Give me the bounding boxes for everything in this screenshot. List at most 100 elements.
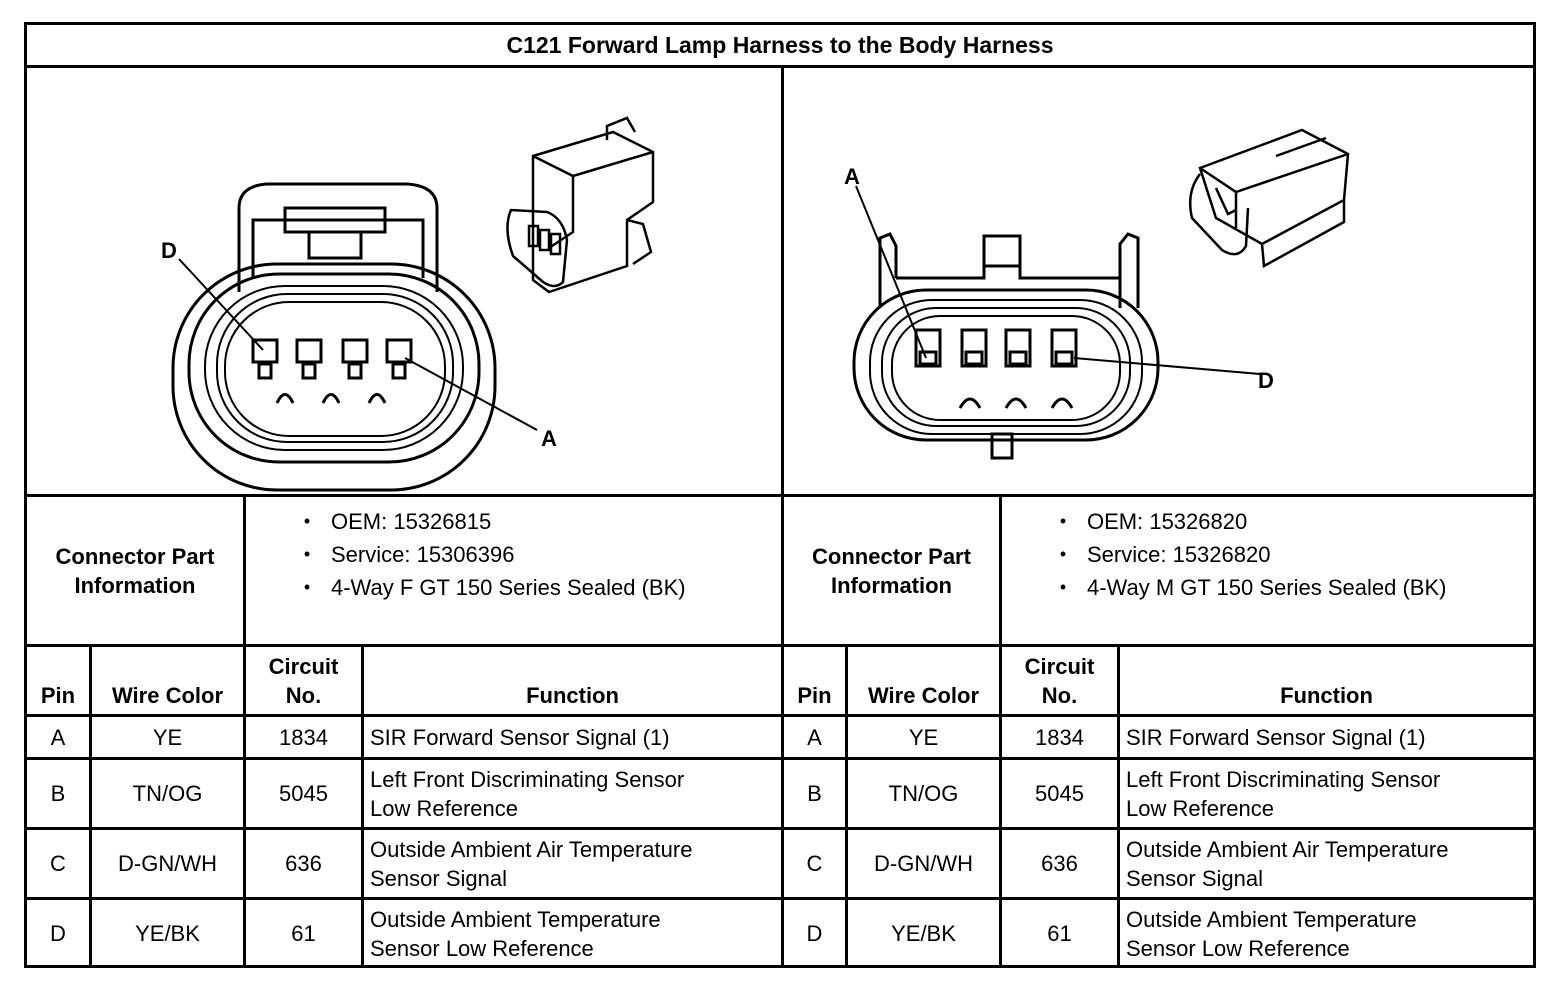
female-connector-diagram: D A	[161, 116, 655, 492]
left-label-d: D	[161, 238, 177, 263]
right-header-circuit: Circuit No.	[1002, 647, 1117, 714]
right-service: Service: 15326820	[1087, 541, 1271, 567]
left-label-a: A	[541, 426, 557, 451]
function-line: SIR Forward Sensor Signal (1)	[370, 724, 670, 750]
info-divider-left	[243, 494, 246, 968]
function-line: Sensor Low Reference	[1126, 935, 1350, 961]
right-info-label-line2: Information	[831, 572, 952, 598]
function-line: Outside Ambient Temperature	[370, 906, 661, 932]
left-info-list: • OEM: 15326815 • Service: 15306396 • 4-Way…	[283, 505, 686, 604]
left-header-circuit-line2: No.	[285, 682, 322, 708]
bullet-icon: •	[303, 511, 311, 531]
divider-row-a	[27, 757, 1533, 760]
list-item: • 4-Way F GT 150 Series Sealed (BK)	[283, 571, 686, 604]
list-item: • OEM: 15326815	[283, 505, 686, 538]
table-cell: Outside Ambient Air Temperature Sensor S…	[1120, 830, 1533, 897]
function-line: Outside Ambient Temperature	[1126, 906, 1417, 932]
bullet-icon: •	[1059, 544, 1067, 564]
table-cell: Outside Ambient Air Temperature Sensor S…	[364, 830, 781, 897]
table-cell: 61	[1047, 921, 1072, 946]
left-info-label-line2: Information	[74, 572, 196, 598]
col-divider-r1	[845, 644, 848, 968]
table-cell: B	[50, 781, 66, 806]
left-header-pin: Pin	[40, 683, 76, 708]
table-cell: TN/OG	[132, 781, 203, 806]
table-cell: 636	[285, 851, 322, 876]
table-cell: 5045	[1035, 781, 1084, 806]
table-cell: D	[806, 921, 823, 946]
col-divider-l3	[361, 644, 364, 968]
function-line: Left Front Discriminating Sensor	[370, 766, 685, 792]
function-line: Low Reference	[1126, 795, 1274, 821]
right-header-pin: Pin	[797, 683, 832, 708]
function-line: Outside Ambient Air Temperature	[1126, 836, 1449, 862]
function-line: SIR Forward Sensor Signal (1)	[1126, 724, 1426, 750]
connector-sheet: C121 Forward Lamp Harness to the Body Ha…	[24, 22, 1536, 968]
table-cell: D-GN/WH	[118, 851, 217, 876]
left-service: Service: 15306396	[331, 541, 515, 567]
divider-info-table	[27, 644, 1533, 647]
list-item: • 4-Way M GT 150 Series Sealed (BK)	[1039, 571, 1447, 604]
divider-table-header	[27, 714, 1533, 717]
function-line: Sensor Signal	[370, 865, 507, 891]
table-cell: Left Front Discriminating Sensor Low Ref…	[1120, 760, 1533, 827]
function-line: Low Reference	[370, 795, 518, 821]
bullet-icon: •	[1059, 577, 1067, 597]
right-info-label: Connector Part Information	[784, 497, 999, 644]
table-cell: A	[807, 724, 822, 750]
left-oem: OEM: 15326815	[331, 508, 492, 534]
left-info-label: Connector Part Information	[27, 497, 243, 644]
table-cell: Outside Ambient Temperature Sensor Low R…	[364, 900, 781, 967]
table-cell: 5045	[279, 781, 328, 806]
col-divider-r3	[1117, 644, 1120, 968]
function-line: Left Front Discriminating Sensor	[1126, 766, 1441, 792]
table-cell: D	[50, 921, 66, 946]
table-cell: YE	[908, 724, 939, 750]
right-header-circuit-line1: Circuit	[1024, 653, 1095, 679]
table-cell: YE/BK	[135, 921, 200, 946]
left-info-label-line1: Connector Part	[55, 543, 215, 569]
table-cell: 1834	[279, 724, 328, 750]
table-cell: 636	[1041, 851, 1078, 876]
right-label-a: A	[844, 164, 860, 189]
left-description: 4-Way F GT 150 Series Sealed (BK)	[331, 574, 686, 600]
right-header-wire-color: Wire Color	[867, 683, 980, 708]
col-divider-l1	[89, 644, 92, 968]
right-header-circuit-line2: No.	[1041, 682, 1078, 708]
table-cell: YE	[152, 724, 183, 750]
page-title: C121 Forward Lamp Harness to the Body Ha…	[27, 25, 1533, 68]
function-line: Outside Ambient Air Temperature	[370, 836, 693, 862]
list-item: • OEM: 15326820	[1039, 505, 1446, 538]
divider-row-b	[27, 827, 1533, 830]
table-cell: C	[806, 851, 823, 876]
right-info-label-line1: Connector Part	[812, 543, 971, 569]
table-cell: A	[50, 724, 66, 750]
table-cell: 61	[291, 921, 316, 946]
left-header-circuit-line1: Circuit	[268, 653, 339, 679]
left-header-circuit: Circuit No.	[246, 647, 361, 714]
bullet-icon: •	[303, 577, 311, 597]
divider-row-c	[27, 897, 1533, 900]
divider-diagram-info	[27, 494, 1533, 497]
table-cell: SIR Forward Sensor Signal (1)	[364, 717, 781, 757]
list-item: • Service: 15326820	[1039, 538, 1446, 571]
right-info-list: • OEM: 15326820 • Service: 15326820 • 4-Way…	[1039, 505, 1447, 604]
function-line: Sensor Low Reference	[370, 935, 594, 961]
info-divider-right	[999, 494, 1002, 968]
right-header-function: Function	[1280, 683, 1373, 708]
bullet-icon: •	[303, 544, 311, 564]
table-cell: YE/BK	[891, 921, 956, 946]
right-label-d: D	[1258, 368, 1274, 393]
left-header-wire-color: Wire Color	[111, 683, 224, 708]
center-divider	[781, 65, 784, 968]
table-cell: B	[807, 781, 822, 806]
table-cell: SIR Forward Sensor Signal (1)	[1120, 717, 1533, 757]
table-cell: D-GN/WH	[874, 851, 973, 876]
right-description: 4-Way M GT 150 Series Sealed (BK)	[1087, 574, 1447, 600]
bullet-icon: •	[1059, 511, 1067, 531]
function-line: Sensor Signal	[1126, 865, 1263, 891]
table-cell: Outside Ambient Temperature Sensor Low R…	[1120, 900, 1533, 967]
list-item: • Service: 15306396	[283, 538, 686, 571]
right-oem: OEM: 15326820	[1087, 508, 1248, 534]
table-cell: C	[50, 851, 66, 876]
